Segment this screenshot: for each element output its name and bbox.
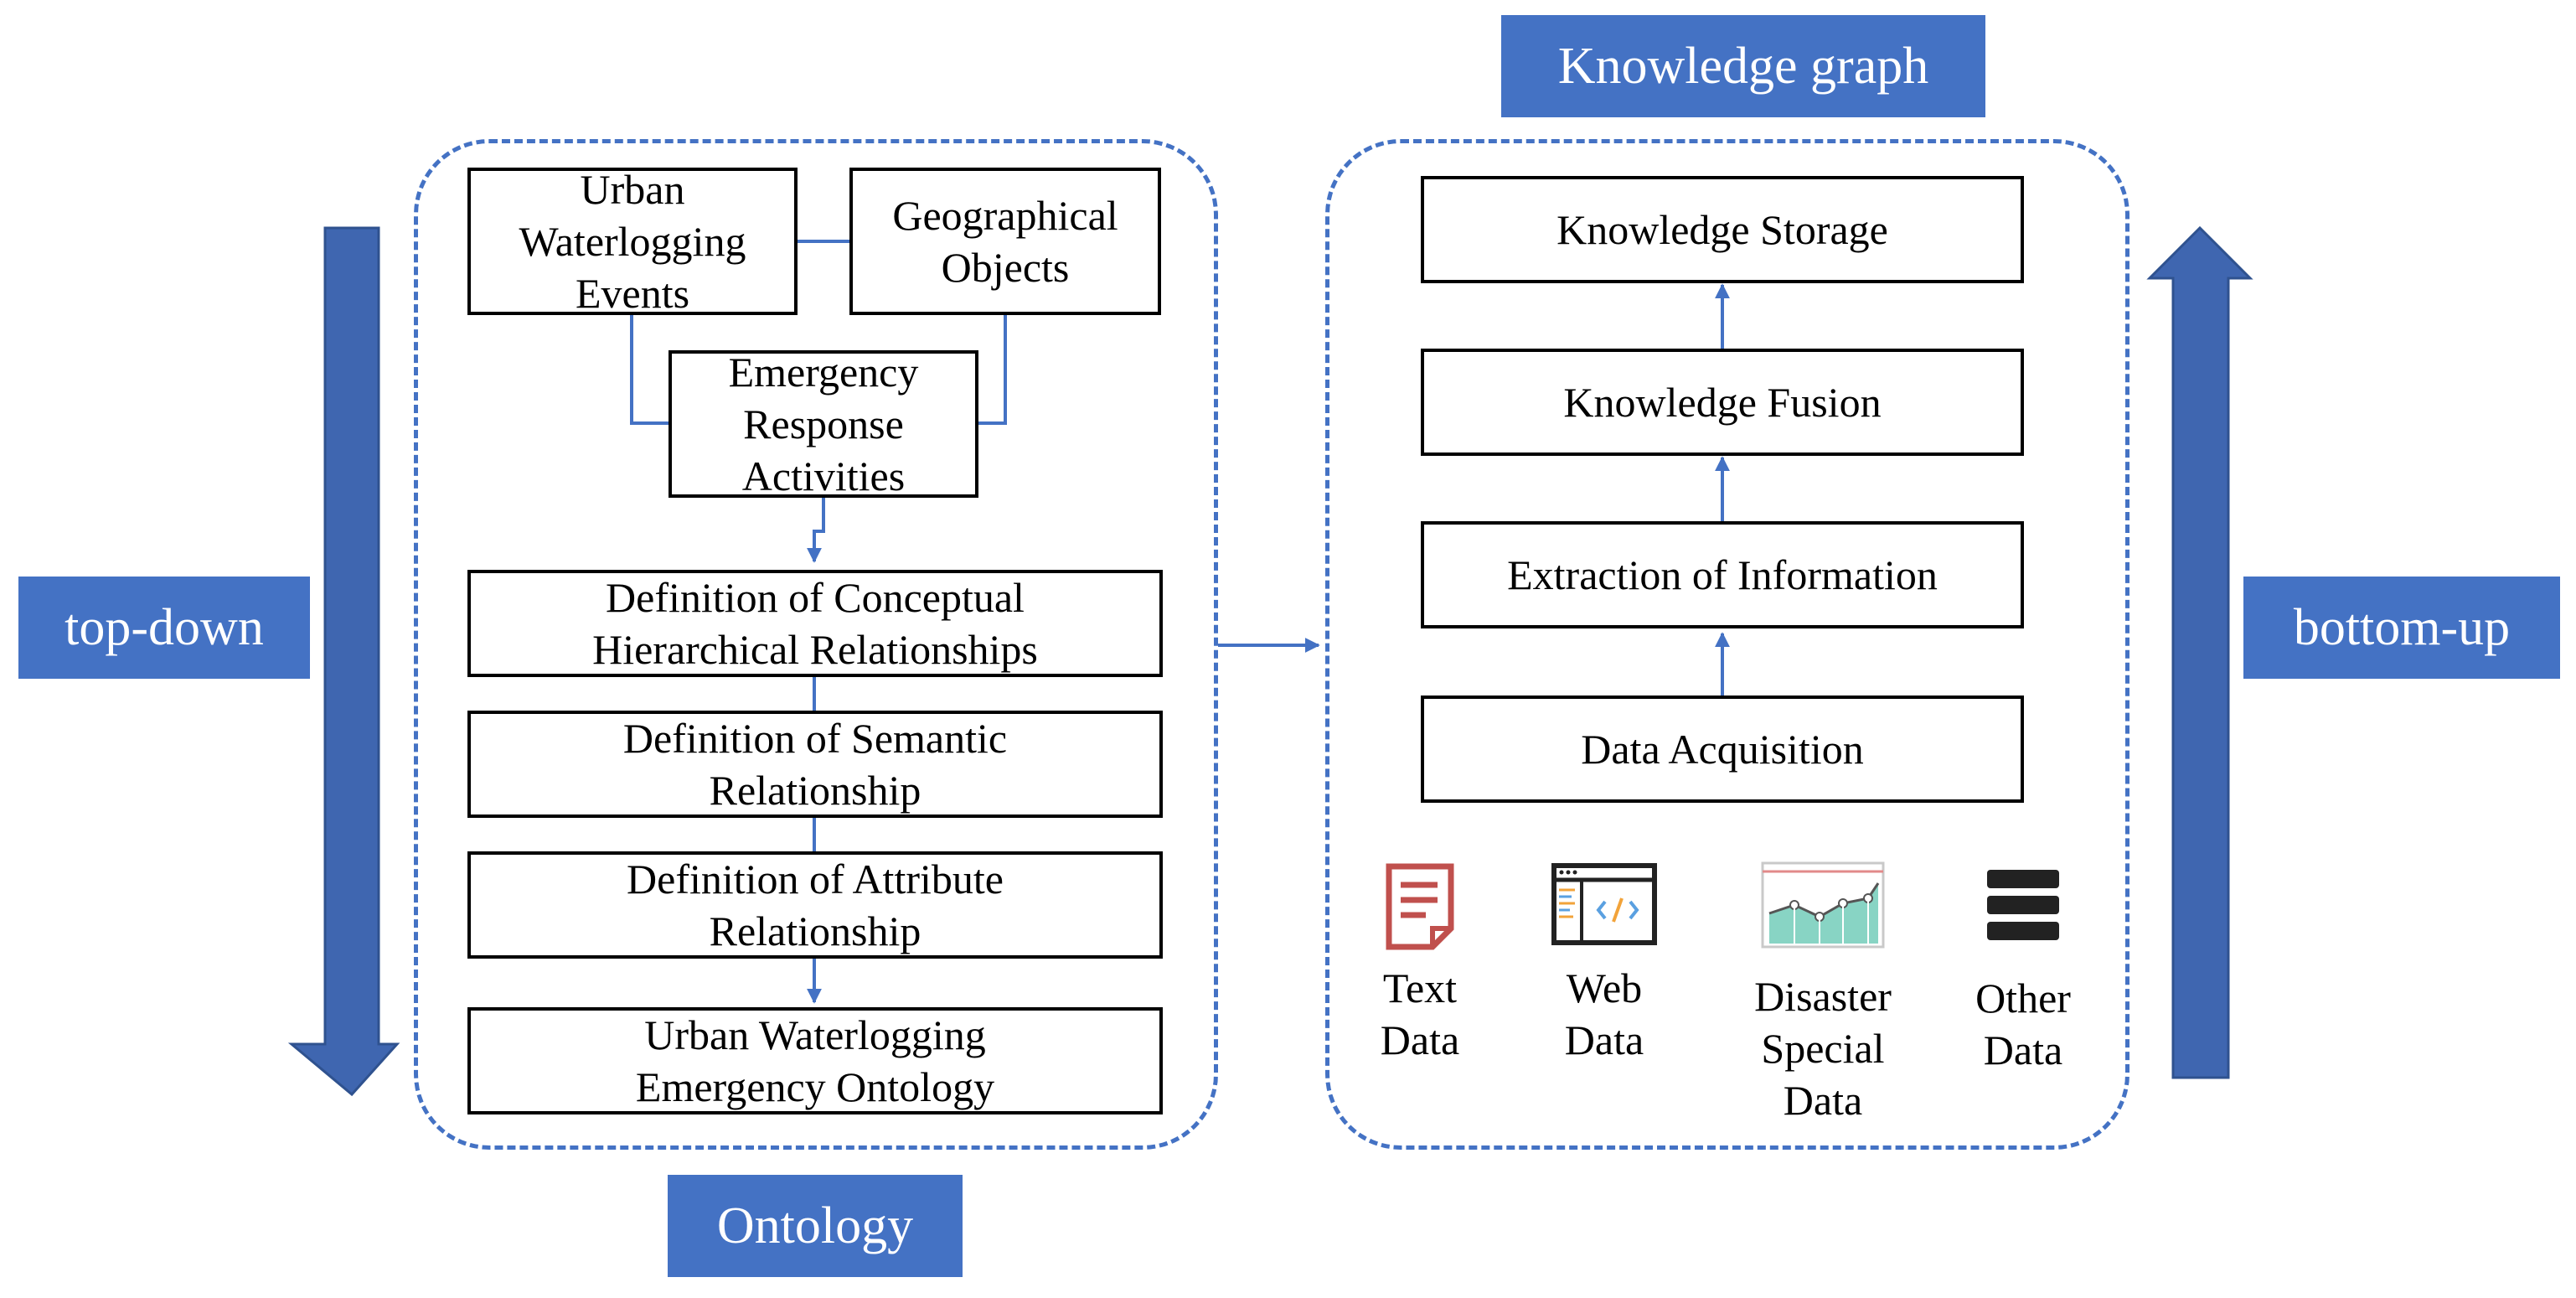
semantic-relationship-box: Definition of Semantic Relationship — [467, 711, 1163, 818]
other-data-label: Other Data — [1975, 975, 2071, 1073]
urban-waterlogging-events-text: Urban Waterlogging Events — [519, 166, 746, 317]
ontology-frame — [414, 139, 1218, 1150]
knowledge-fusion-box: Knowledge Fusion — [1421, 349, 2024, 456]
attribute-relationship-text: Definition of Attribute Relationship — [627, 856, 1004, 954]
data-acquisition-box: Data Acquisition — [1421, 696, 2024, 803]
emergency-ontology-box: Urban Waterlogging Emergency Ontology — [467, 1007, 1163, 1114]
geographical-objects-text: Geographical Objects — [892, 192, 1118, 291]
document-icon — [1386, 863, 1454, 950]
code-window-icon — [1551, 863, 1657, 945]
conceptual-hierarchical-text: Definition of Conceptual Hierarchical Re… — [592, 574, 1038, 673]
web-data-label: Web Data — [1564, 964, 1644, 1063]
data-acquisition-text: Data Acquisition — [1581, 726, 1864, 773]
knowledge-storage-text: Knowledge Storage — [1556, 206, 1888, 253]
area-chart-icon — [1761, 861, 1885, 949]
bottom-up-label: bottom-up — [2243, 577, 2560, 679]
knowledge-graph-label: Knowledge graph — [1501, 15, 1985, 117]
knowledge-storage-box: Knowledge Storage — [1421, 176, 2024, 283]
urban-waterlogging-events-box: Urban Waterlogging Events — [467, 166, 798, 317]
knowledge-graph-frame — [1325, 139, 2129, 1150]
top-down-label: top-down — [18, 577, 310, 679]
semantic-relationship-text: Definition of Semantic Relationship — [622, 715, 1008, 814]
attribute-relationship-box: Definition of Attribute Relationship — [467, 851, 1163, 959]
extraction-of-information-box: Extraction of Information — [1421, 521, 2024, 628]
ontology-label: Ontology — [668, 1175, 963, 1277]
emergency-response-activities-box: Emergency Response Activities — [669, 349, 978, 499]
emergency-response-activities-text: Emergency Response Activities — [728, 349, 919, 499]
emergency-ontology-text: Urban Waterlogging Emergency Ontology — [635, 1011, 995, 1110]
text-data-label: Text Data — [1380, 964, 1460, 1063]
disaster-special-data-label: Disaster Special Data — [1754, 973, 1892, 1124]
database-icon — [1987, 870, 2059, 940]
knowledge-fusion-text: Knowledge Fusion — [1563, 379, 1882, 426]
geographical-objects-box: Geographical Objects — [849, 168, 1161, 315]
extraction-of-information-text: Extraction of Information — [1507, 551, 1938, 598]
conceptual-hierarchical-box: Definition of Conceptual Hierarchical Re… — [467, 570, 1163, 677]
bottom-up-big-arrow — [2146, 225, 2253, 1079]
